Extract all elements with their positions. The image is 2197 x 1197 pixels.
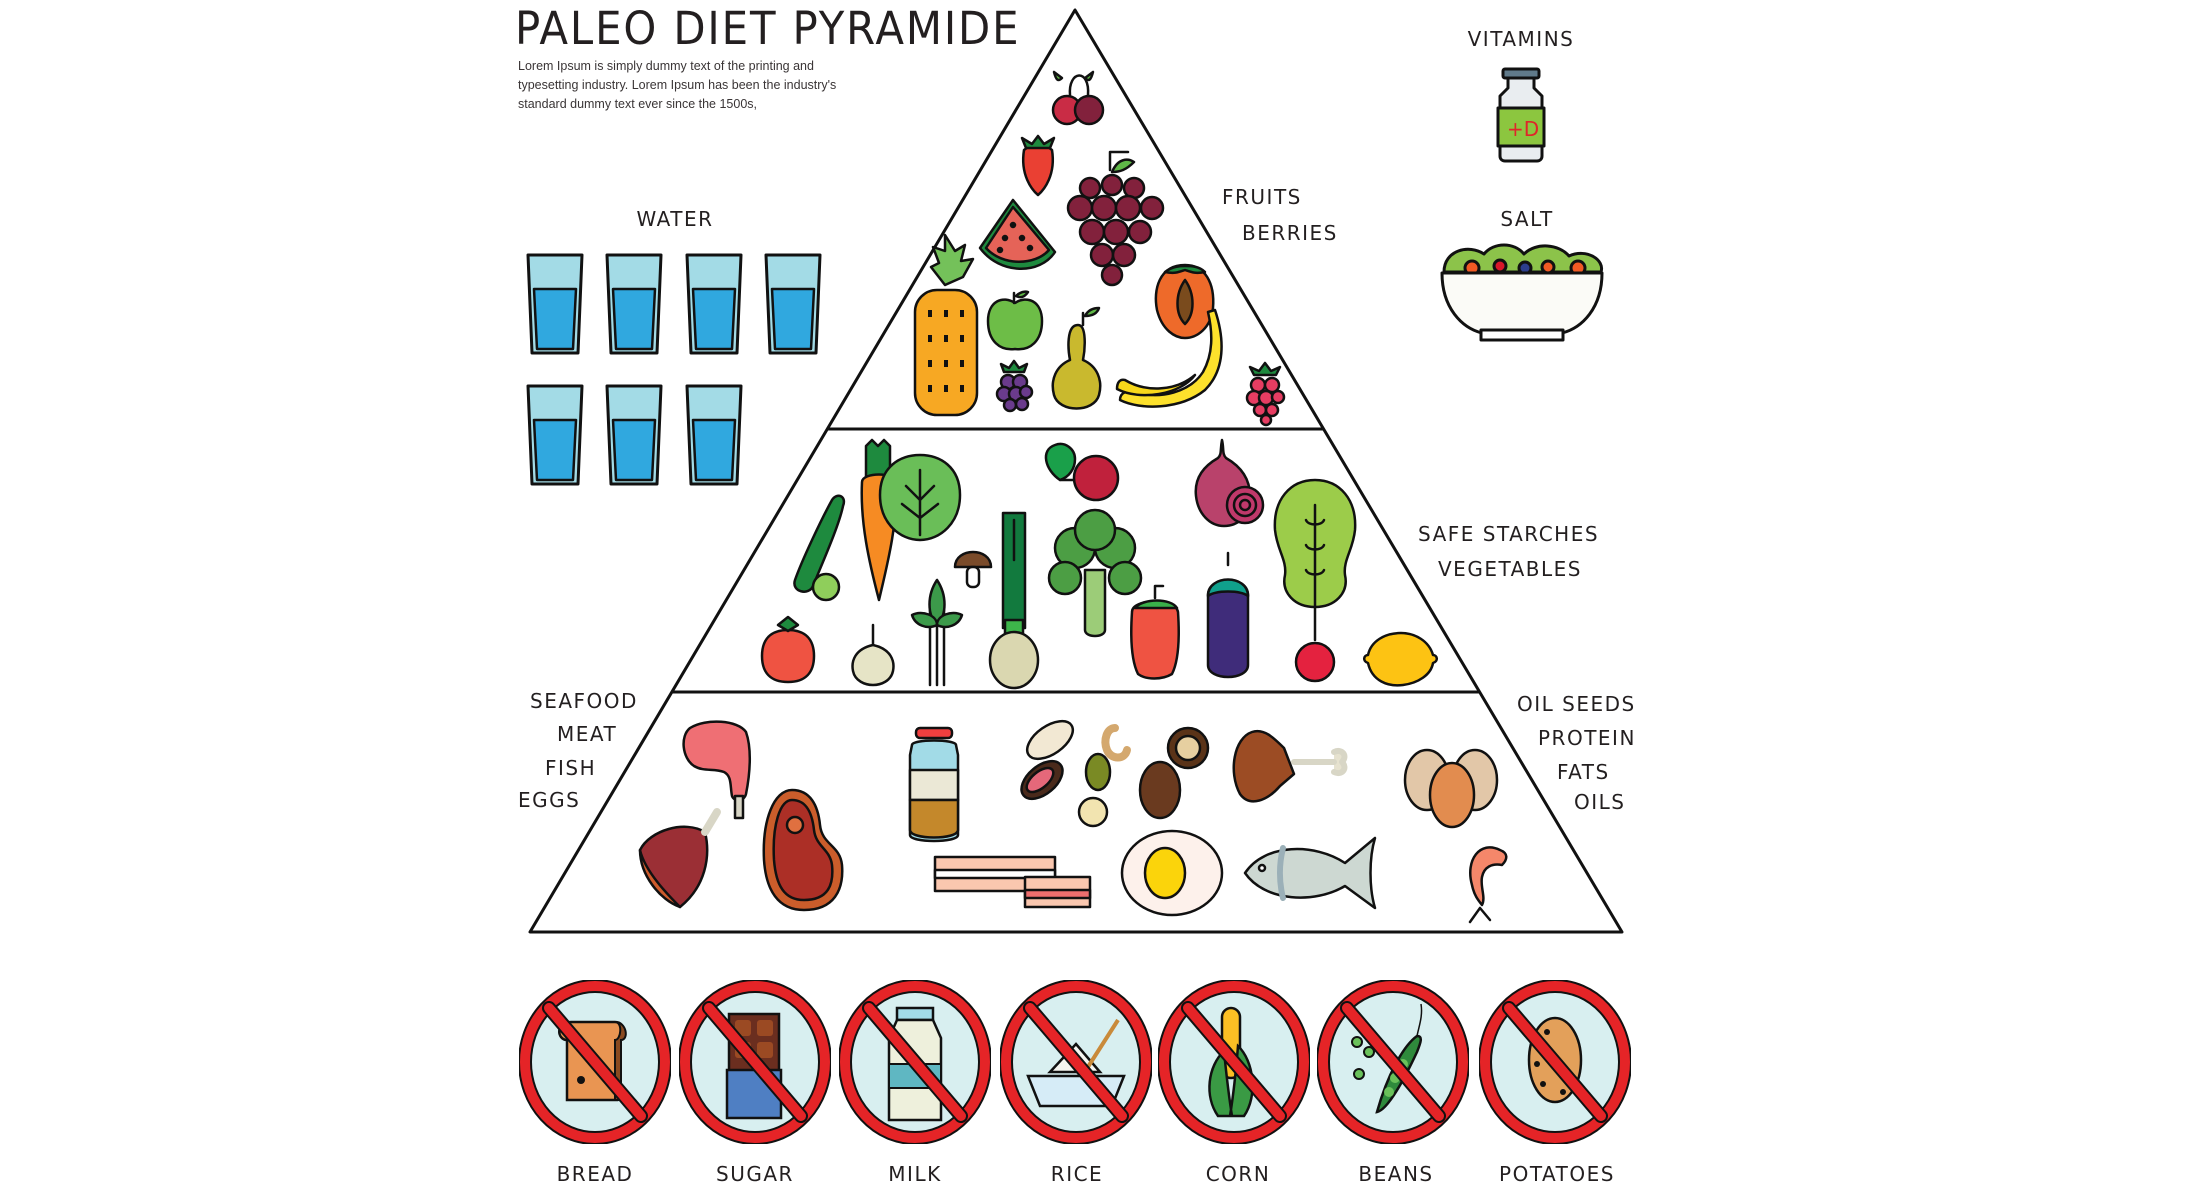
eggplant-icon (1206, 551, 1250, 679)
fried-egg-icon (1120, 829, 1224, 917)
bacon-icon (933, 855, 1092, 909)
pineapple-icon (913, 233, 979, 417)
peapod-icon (1317, 980, 1469, 1144)
water-label: WATER (636, 207, 714, 231)
excluded-label-bread: BREAD (556, 1162, 634, 1186)
intro-line: standard dummy text ever since the 1500s… (518, 97, 758, 111)
tier-label-safe-starches: SAFE STARCHES (1418, 522, 1600, 546)
blackberry-icon (995, 359, 1034, 413)
mushroom-icon (953, 550, 993, 589)
eggs-icon (1403, 748, 1499, 829)
jar-icon (908, 726, 960, 843)
shrimp-icon (1468, 846, 1508, 924)
roasted-drumstick-icon (1232, 729, 1348, 803)
tier-label-fats: FATS (1557, 760, 1610, 784)
water-glass-icon (526, 384, 584, 486)
vitamin-bottle-icon: +D (1496, 67, 1546, 163)
water-glass-icon (685, 253, 743, 355)
milk-carton-icon (839, 980, 991, 1144)
herbs-icon (910, 578, 964, 687)
tier-label-eggs: EGGS (518, 788, 581, 812)
grapes-icon (1066, 150, 1165, 287)
tier-label-oil-seeds: OIL SEEDS (1517, 692, 1636, 716)
excluded-label-potatoes: POTATOES (1499, 1162, 1615, 1186)
broccoli-icon (1047, 508, 1143, 638)
cherries-icon (1051, 70, 1105, 126)
tomato-icon (760, 615, 816, 684)
radish-icon (1294, 641, 1336, 683)
water-glass-icon (605, 253, 663, 355)
steak-icon (762, 788, 844, 912)
strawberry-icon (1020, 134, 1056, 197)
water-glass-icon (526, 253, 584, 355)
tier-label-seafood: SEAFOOD (530, 689, 638, 713)
tier-label-vegetables: VEGETABLES (1438, 557, 1582, 581)
leek-icon (988, 511, 1040, 690)
excluded-label-sugar: SUGAR (716, 1162, 794, 1186)
lettuce-icon (1273, 478, 1357, 642)
intro-text: Lorem Ipsum is simply dummy text of the … (518, 57, 878, 114)
intro-line: Lorem Ipsum is simply dummy text of the … (518, 59, 814, 73)
beet-icon (1044, 442, 1120, 502)
salad-bowl-icon (1440, 243, 1604, 342)
watermelon-icon (978, 198, 1057, 270)
tier-label-berries: BERRIES (1242, 221, 1338, 245)
page-title: PALEO DIET PYRAMIDE (515, 2, 1021, 55)
apple-icon (986, 290, 1044, 351)
water-glass-icon (685, 384, 743, 486)
excluded-label-beans: BEANS (1358, 1162, 1434, 1186)
tier-label-fruits: FRUITS (1222, 185, 1302, 209)
corn-icon (1158, 980, 1310, 1144)
rice-bowl-icon (1000, 980, 1152, 1144)
chocolate-icon (679, 980, 831, 1144)
garlic-icon (851, 623, 895, 687)
excluded-label-corn: CORN (1205, 1162, 1271, 1186)
raspberry-icon (1245, 361, 1286, 427)
pear-icon (1051, 306, 1102, 410)
vitamins-label: VITAMINS (1467, 27, 1575, 51)
raw-chicken-leg-icon (682, 720, 751, 820)
excluded-label-rice: RICE (1050, 1162, 1104, 1186)
nuts-icon (1020, 719, 1210, 828)
tier-label-meat: MEAT (557, 722, 618, 746)
cucumber-icon (793, 494, 846, 602)
vitamin-label-text: +D (1507, 117, 1539, 141)
bread-icon (519, 980, 671, 1144)
fish-icon (1243, 836, 1377, 910)
salt-label: SALT (1500, 207, 1554, 231)
tier-label-oils: OILS (1574, 790, 1626, 814)
potato-icon (1479, 980, 1631, 1144)
water-glass-icon (605, 384, 663, 486)
bell-pepper-icon (1130, 584, 1180, 680)
excluded-label-milk: MILK (888, 1162, 942, 1186)
intro-line: typesetting industry. Lorem Ipsum has be… (518, 78, 837, 92)
banana-icon (1115, 308, 1223, 408)
red-onion-icon (1194, 438, 1265, 528)
tier-label-fish: FISH (545, 756, 597, 780)
water-glass-icon (764, 253, 822, 355)
cabbage-icon (878, 453, 962, 542)
lemon-icon (1363, 631, 1438, 687)
peach-icon (1154, 263, 1215, 340)
tier-label-protein: PROTEIN (1538, 726, 1636, 750)
ham-icon (638, 808, 721, 909)
